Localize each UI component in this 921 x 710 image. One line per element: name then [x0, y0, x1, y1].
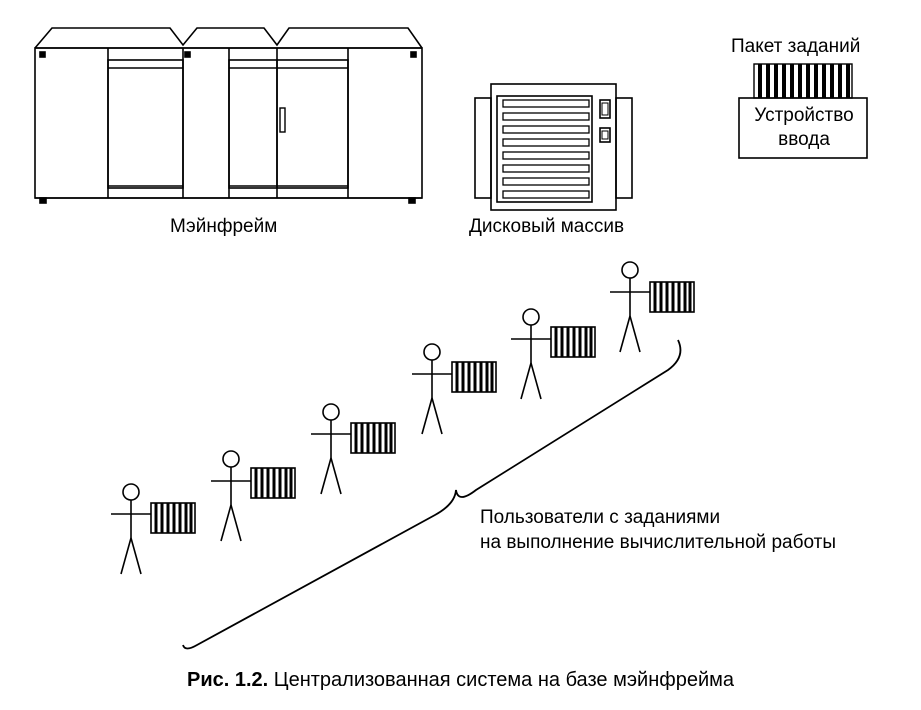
input-device-label-line1: Устройство [754, 105, 854, 126]
user-figure-4 [411, 343, 498, 435]
user-figure-2 [210, 450, 297, 542]
user-figure-3 [310, 403, 397, 495]
input-device-label-line2: ввода [778, 129, 830, 150]
users-label-line1: Пользователи с заданиями [480, 507, 721, 528]
job-deck-icon [549, 325, 597, 359]
input-device-label: Устройство ввода [741, 104, 867, 152]
figure-caption-text: Централизованная система на базе мэйнфре… [268, 669, 734, 691]
user-figure-1 [110, 483, 197, 575]
users-label-line2: на выполнение вычислительной работы [480, 532, 836, 553]
user-figure-5 [510, 308, 597, 400]
disk-array-label: Дисковый массив [469, 216, 625, 237]
input-device-icon [738, 63, 868, 159]
disk-array-icon [474, 83, 633, 211]
users-brace [182, 339, 682, 650]
user-figure-6 [609, 261, 696, 353]
job-deck-icon [648, 280, 696, 314]
figure-caption: Рис. 1.2. Централизованная система на ба… [0, 668, 921, 692]
mainframe-icon [34, 27, 423, 204]
job-packet-label: Пакет заданий [731, 36, 861, 57]
mainframe-label: Мэйнфрейм [170, 216, 278, 237]
job-deck-icon [450, 360, 498, 394]
job-deck-icon [349, 421, 397, 455]
figure-number: Рис. 1.2. [186, 669, 269, 691]
job-deck-icon [149, 501, 197, 535]
job-packet-icon [753, 63, 853, 99]
job-deck-icon [249, 466, 297, 500]
